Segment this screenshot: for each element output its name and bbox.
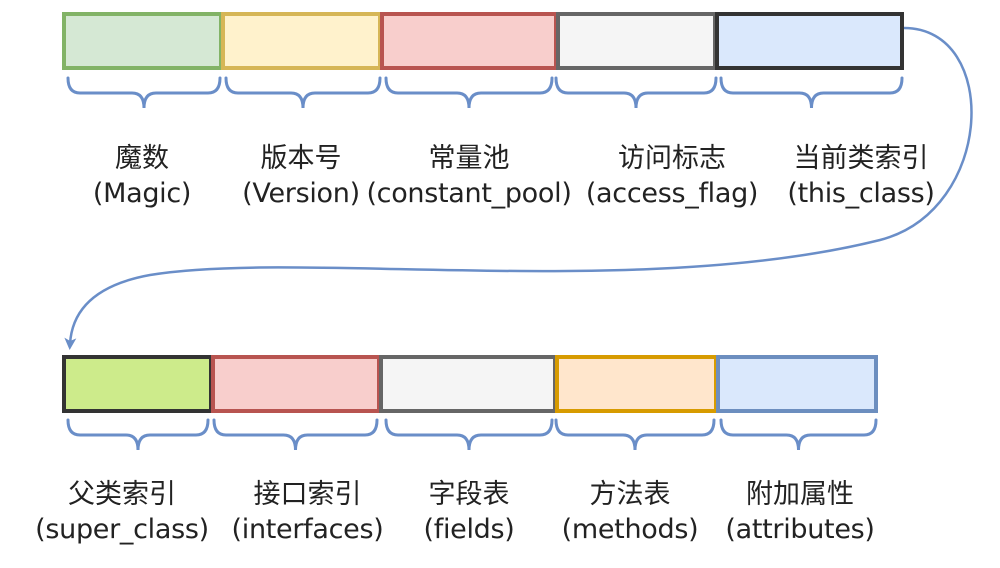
brace-interfaces — [212, 418, 379, 451]
label-en: (methods) — [561, 514, 699, 545]
brace-attributes — [719, 418, 878, 451]
label-attributes: 附加属性 (attributes) — [712, 478, 888, 548]
label-magic: 魔数 (Magic) — [82, 142, 202, 212]
brace-constant-pool — [384, 76, 554, 109]
box-super-class — [62, 355, 213, 413]
label-en: (Version) — [242, 178, 360, 209]
label-en: (Magic) — [92, 178, 192, 209]
label-fields: 字段表 (fields) — [399, 478, 539, 548]
box-methods — [555, 355, 718, 413]
box-version — [221, 12, 382, 70]
label-en: (super_class) — [35, 514, 209, 545]
brace-magic — [66, 76, 222, 109]
label-en: (fields) — [423, 514, 515, 545]
label-methods: 方法表 (methods) — [550, 478, 710, 548]
box-magic — [62, 12, 223, 70]
label-zh: 当前类索引 — [793, 143, 929, 174]
label-super-class: 父类索引 (super_class) — [22, 478, 222, 548]
label-en: (interfaces) — [231, 514, 384, 545]
label-zh: 方法表 — [589, 479, 671, 510]
box-attributes — [716, 355, 878, 413]
label-zh: 父类索引 — [68, 479, 176, 510]
label-zh: 版本号 — [260, 143, 342, 174]
label-version: 版本号 (Version) — [226, 142, 376, 212]
flow-arrow — [64, 26, 973, 350]
label-zh: 魔数 — [115, 143, 169, 174]
label-zh: 访问标志 — [618, 143, 726, 174]
brace-super-class — [66, 418, 210, 451]
label-zh: 常量池 — [428, 143, 510, 174]
label-en: (this_class) — [787, 178, 935, 209]
brace-methods — [554, 418, 716, 451]
label-en: (constant_pool) — [366, 178, 572, 209]
label-en: (access_flag) — [585, 178, 759, 209]
label-this-class: 当前类索引 (this_class) — [771, 142, 951, 212]
brace-version — [224, 76, 382, 109]
label-constant-pool: 常量池 (constant_pool) — [359, 142, 579, 212]
label-zh: 字段表 — [428, 479, 510, 510]
brace-fields — [384, 418, 554, 451]
label-access-flag: 访问标志 (access_flag) — [574, 142, 770, 212]
box-this-class — [715, 12, 904, 70]
brace-access-flag — [554, 76, 718, 109]
box-constant-pool — [380, 12, 558, 70]
label-interfaces: 接口索引 (interfaces) — [220, 478, 395, 548]
label-zh: 附加属性 — [746, 479, 854, 510]
box-fields — [379, 355, 557, 413]
label-en: (attributes) — [725, 514, 875, 545]
brace-this-class — [719, 76, 904, 109]
box-interfaces — [211, 355, 381, 413]
label-zh: 接口索引 — [253, 479, 362, 510]
